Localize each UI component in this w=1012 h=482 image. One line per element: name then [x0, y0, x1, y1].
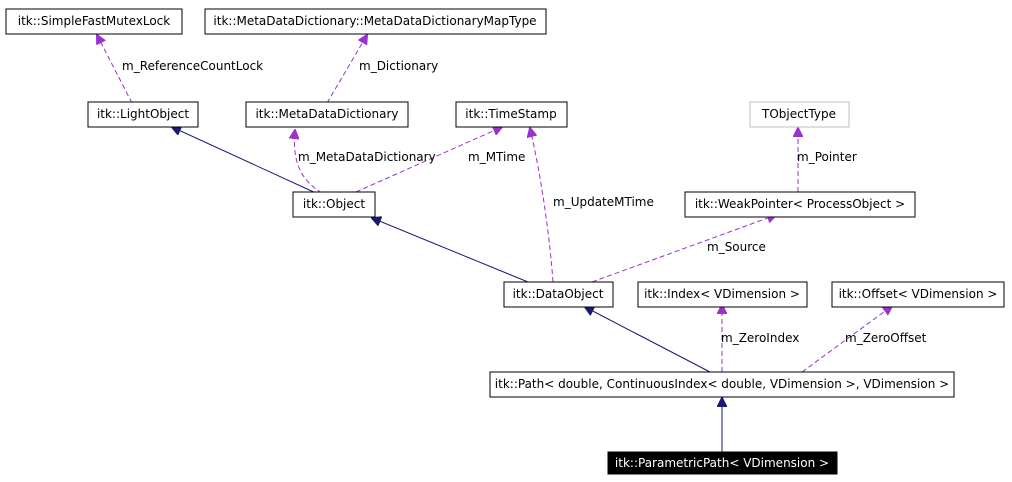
edge-source: [591, 215, 776, 283]
node-label: itk::Path< double, ContinuousIndex< doub…: [495, 377, 949, 391]
node-path[interactable]: itk::Path< double, ContinuousIndex< doub…: [489, 371, 955, 398]
node-label: itk::DataObject: [513, 287, 604, 301]
node-box: [503, 281, 614, 308]
node-label: itk::WeakPointer< ProcessObject >: [695, 197, 905, 211]
node-box: [749, 101, 850, 128]
label-m-time: m_MTime: [468, 150, 525, 164]
label-dictionary: m_Dictionary: [359, 59, 438, 73]
edge-zero-offset: [801, 306, 892, 373]
node-box: [831, 281, 1005, 308]
node-t-object-type[interactable]: TObjectType: [749, 101, 850, 128]
node-label: itk::SimpleFastMutexLock: [18, 14, 171, 28]
node-label: itk::Offset< VDimension >: [839, 287, 998, 301]
node-parametric-path[interactable]: itk::ParametricPath< VDimension >: [607, 451, 838, 475]
node-weak-pointer[interactable]: itk::WeakPointer< ProcessObject >: [684, 191, 916, 218]
label-zero-index: m_ZeroIndex: [721, 331, 799, 345]
node-label: itk::Index< VDimension >: [644, 287, 800, 301]
label-source: m_Source: [707, 240, 766, 254]
node-label: itk::LightObject: [97, 107, 189, 121]
edge-reference-count-lock: [97, 35, 133, 104]
edge-m-time: [355, 127, 502, 193]
edge-dataobject-to-object: [372, 218, 529, 283]
node-simple-fast-mutex-lock[interactable]: itk::SimpleFastMutexLock: [5, 8, 183, 35]
node-box: [87, 101, 199, 128]
edge-meta-data-dictionary: [294, 130, 323, 194]
node-time-stamp[interactable]: itk::TimeStamp: [455, 101, 568, 128]
node-light-object[interactable]: itk::LightObject: [87, 101, 199, 128]
edge-labels: m_ReferenceCountLock m_Dictionary m_Meta…: [122, 59, 927, 345]
node-index[interactable]: itk::Index< VDimension >: [637, 281, 808, 308]
label-zero-offset: m_ZeroOffset: [845, 331, 927, 345]
node-meta-data-dictionary-map-type[interactable]: itk::MetaDataDictionary::MetaDataDiction…: [204, 8, 547, 35]
node-box: [607, 451, 838, 475]
node-label: itk::Object: [303, 197, 365, 211]
node-box: [489, 371, 955, 398]
node-meta-data-dictionary[interactable]: itk::MetaDataDictionary: [245, 101, 409, 128]
label-update-m-time: m_UpdateMTime: [553, 195, 654, 209]
node-box: [292, 191, 376, 218]
node-box: [5, 8, 183, 35]
node-box: [245, 101, 409, 128]
node-label: itk::ParametricPath< VDimension >: [615, 456, 829, 470]
edge-update-m-time: [530, 128, 554, 283]
edge-path-to-dataobject: [585, 307, 711, 373]
node-box: [455, 101, 568, 128]
inheritance-edges: [172, 127, 722, 452]
node-label: itk::MetaDataDictionary: [255, 107, 398, 121]
member-edges: [97, 35, 892, 373]
label-pointer: m_Pointer: [797, 150, 857, 164]
node-label: TObjectType: [761, 107, 836, 121]
edge-dictionary: [326, 35, 367, 104]
node-offset[interactable]: itk::Offset< VDimension >: [831, 281, 1005, 308]
node-label: itk::TimeStamp: [465, 107, 556, 121]
label-reference-count-lock: m_ReferenceCountLock: [122, 59, 263, 73]
node-object[interactable]: itk::Object: [292, 191, 376, 218]
label-meta-data-dictionary: m_MetaDataDictionary: [298, 150, 436, 164]
node-box: [637, 281, 808, 308]
node-data-object[interactable]: itk::DataObject: [503, 281, 614, 308]
node-label: itk::MetaDataDictionary::MetaDataDiction…: [213, 14, 536, 28]
node-box: [204, 8, 547, 35]
node-box: [684, 191, 916, 218]
edge-object-to-lightobject: [172, 127, 319, 195]
